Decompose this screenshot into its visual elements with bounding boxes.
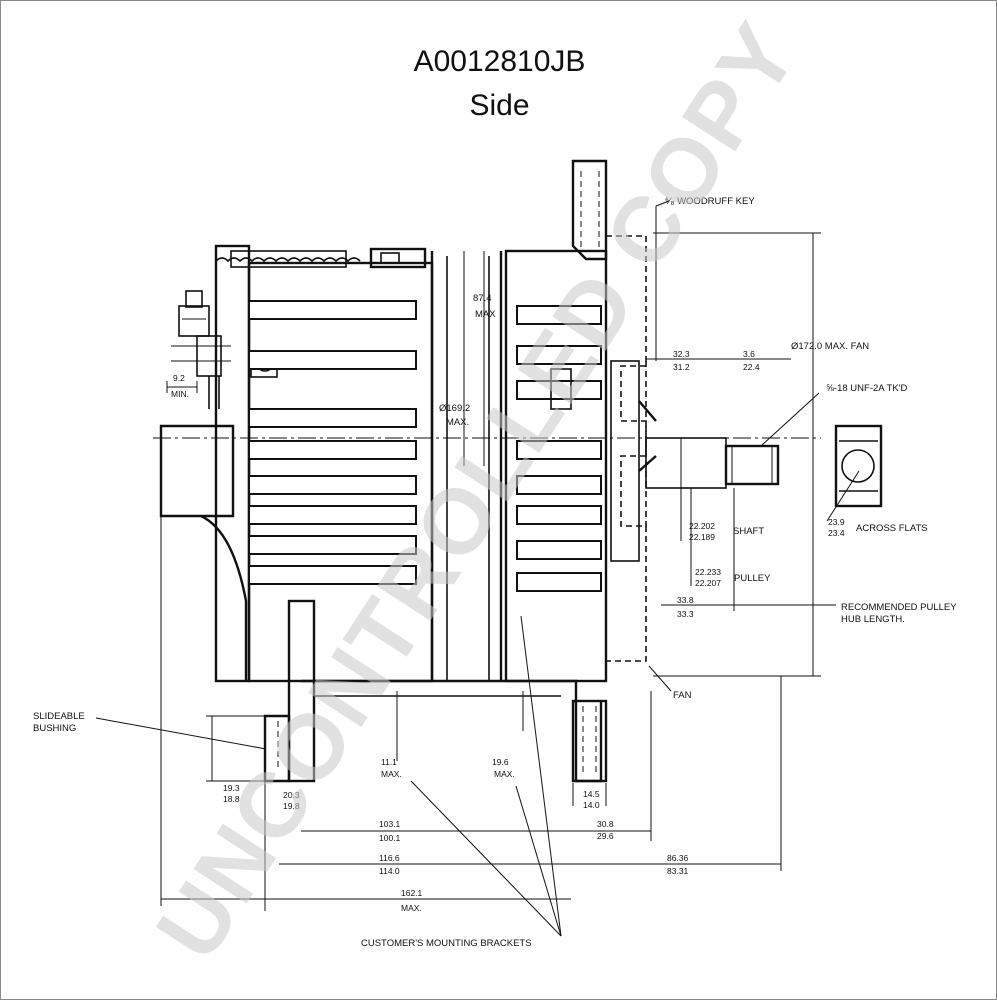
stator-body — [247, 251, 503, 683]
dim-19-8: 19.8 — [283, 801, 300, 811]
dim-11: 11.1 — [381, 757, 397, 767]
dim-11-max: MAX. — [381, 769, 402, 779]
dim-162-1: 162.1 — [401, 888, 423, 898]
bushing-label: BUSHING — [33, 723, 76, 734]
across-flats-label: ACROSS FLATS — [856, 523, 928, 534]
customers-brackets-callout: CUSTOMER'S MOUNTING BRACKETS — [361, 615, 562, 949]
hub-lo: 33.3 — [677, 609, 694, 619]
bush-lo: 18.8 — [223, 794, 240, 804]
shaft-pulley-dims: 22.202 22.189 SHAFT 22.233 22.207 PULLEY — [680, 438, 771, 588]
hub-length-dim: 33.8 33.3 RECOMMENDED PULLEY HUB LENGTH. — [661, 488, 957, 625]
dim-86-36: 86.36 — [667, 853, 689, 863]
dim-30-8: 30.8 — [597, 819, 614, 829]
threaded-shaft-end — [645, 437, 780, 489]
recommended-pulley-label: RECOMMENDED PULLEY — [841, 602, 957, 613]
height-dimensions: 87.4 MAX Ø169.2 MAX. — [439, 251, 496, 466]
dim-162-1-max: MAX. — [401, 903, 422, 913]
dim-19-6: 19.6 — [492, 757, 509, 767]
dim-14-5: 14.5 — [583, 789, 600, 799]
max-fan-label: Ø172.0 MAX. FAN — [791, 341, 869, 352]
bottom-dimensions: 14.5 14.0 20.3 19.8 103.1 100.1 30.8 29.… — [160, 516, 782, 913]
fan-callout: FAN — [648, 665, 692, 701]
mounting-brackets — [263, 599, 608, 783]
thread-label: ⅝-18 UNF-2A TK'D — [826, 383, 907, 394]
dim-9-2: 9.2 — [173, 373, 185, 383]
dim-169-2-max: MAX. — [446, 417, 469, 428]
hub-hi: 33.8 — [677, 595, 694, 605]
small-dims-32-3: 32.3 31.2 3.6 22.4 — [646, 349, 791, 372]
rear-terminal-assembly: 9.2 MIN. — [166, 290, 231, 409]
dim-87-4: 87.4 — [473, 293, 492, 304]
dim-83-31: 83.31 — [667, 866, 689, 876]
dim-29-6: 29.6 — [597, 831, 614, 841]
thread-callout: ⅝-18 UNF-2A TK'D — [760, 383, 907, 447]
dim-14-0: 14.0 — [583, 800, 600, 810]
nut-end-view: 23.9 23.4 ACROSS FLATS — [826, 424, 928, 538]
bracket-height-dims: 11.1 MAX. 19.6 MAX. — [381, 691, 524, 779]
dim-87-4-max: MAX — [475, 309, 496, 320]
dim-100-1: 100.1 — [379, 833, 401, 843]
shaft-label: SHAFT — [733, 526, 764, 537]
dim-19-6-max: MAX. — [494, 769, 515, 779]
bush-hi: 19.3 — [223, 783, 240, 793]
woodruff-key-callout: ⁶⁄₈ WOODRUFF KEY — [655, 196, 755, 361]
woodruff-key-label: ⁶⁄₈ WOODRUFF KEY — [665, 196, 755, 207]
fan-label: FAN — [673, 690, 692, 701]
slideable-bushing-callout: SLIDEABLE BUSHING 19.3 18.8 — [33, 711, 271, 804]
dim-3-6: 3.6 — [743, 349, 755, 359]
fan-diameter-callout: Ø172.0 MAX. FAN — [653, 232, 869, 677]
customers-brackets-label: CUSTOMER'S MOUNTING BRACKETS — [361, 938, 532, 949]
shaft-hi: 22.202 — [689, 521, 715, 531]
slideable-label: SLIDEABLE — [33, 711, 85, 722]
pulley-hi: 22.233 — [695, 567, 721, 577]
hub-length-label: HUB LENGTH. — [841, 614, 905, 625]
flats-hi: 23.9 — [828, 517, 845, 527]
dim-103-1: 103.1 — [379, 819, 401, 829]
drive-end-housing — [504, 249, 608, 683]
dim-116-6: 116.6 — [379, 853, 400, 863]
dim-9-2-min: MIN. — [171, 389, 189, 399]
dim-22-4: 22.4 — [743, 362, 760, 372]
top-mounting-ear — [571, 159, 608, 261]
dim-32-3: 32.3 — [673, 349, 690, 359]
part-number-title: A0012810JB — [413, 45, 586, 78]
flats-lo: 23.4 — [828, 528, 845, 538]
dim-31-2: 31.2 — [673, 362, 690, 372]
dim-169-2: Ø169.2 — [439, 403, 470, 414]
shaft-lo: 22.189 — [689, 532, 715, 542]
dim-20-3: 20.3 — [283, 790, 300, 800]
view-subtitle: Side — [469, 89, 530, 122]
dim-114-0: 114.0 — [379, 866, 400, 876]
pulley-lo: 22.207 — [695, 578, 721, 588]
pulley-label: PULLEY — [734, 573, 771, 584]
